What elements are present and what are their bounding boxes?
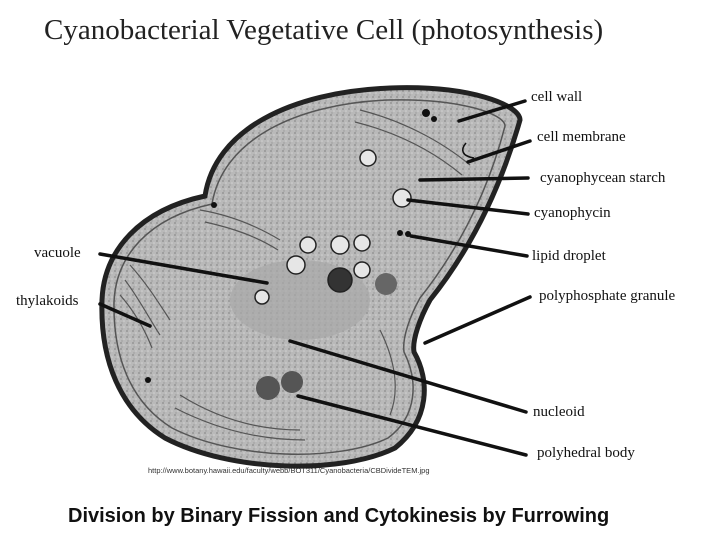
thylakoid-stacks [119, 109, 471, 441]
label-polyphosphate-granule: polyphosphate granule [539, 288, 676, 304]
label-cyanophycin: cyanophycin [534, 205, 611, 221]
leader-polyhedral-body [296, 394, 528, 457]
leader-lipid-droplet [409, 234, 529, 258]
dark-dots [145, 109, 437, 383]
central-granules [254, 149, 412, 305]
cell-membrane-hook [461, 142, 475, 159]
leader-thylakoids [98, 302, 152, 328]
leader-cell-wall [457, 99, 527, 123]
label-polyhedral-body: polyhedral body [537, 445, 635, 461]
label-lipid-droplet: lipid droplet [532, 248, 606, 264]
leader-cell-membrane [466, 139, 532, 164]
leader-polyphosphate-granule [423, 295, 532, 345]
cell-membrane-outline [113, 99, 506, 455]
label-cyanophycean-starch: cyanophycean starch [540, 170, 666, 186]
diagram-title: Cyanobacterial Vegetative Cell (photosyn… [44, 14, 604, 46]
image-credit: http://www.botany.hawaii.edu/faculty/web… [148, 466, 430, 475]
label-nucleoid: nucleoid [533, 404, 585, 420]
caption: Division by Binary Fission and Cytokines… [68, 505, 610, 527]
polyhedral-body-2 [281, 371, 303, 393]
label-cell-wall: cell wall [531, 89, 583, 105]
leader-vacuole [98, 252, 269, 285]
leader-cyanophycean-starch [418, 176, 530, 182]
leader-nucleoid [288, 339, 528, 414]
granule-1 [375, 273, 397, 295]
label-vacuole: vacuole [34, 245, 81, 261]
leader-cyanophycin [406, 198, 530, 216]
label-thylakoids: thylakoids [16, 293, 79, 309]
leader-lines [98, 99, 532, 457]
polyhedral-body-1 [256, 376, 280, 400]
label-cell-membrane: cell membrane [537, 129, 626, 145]
